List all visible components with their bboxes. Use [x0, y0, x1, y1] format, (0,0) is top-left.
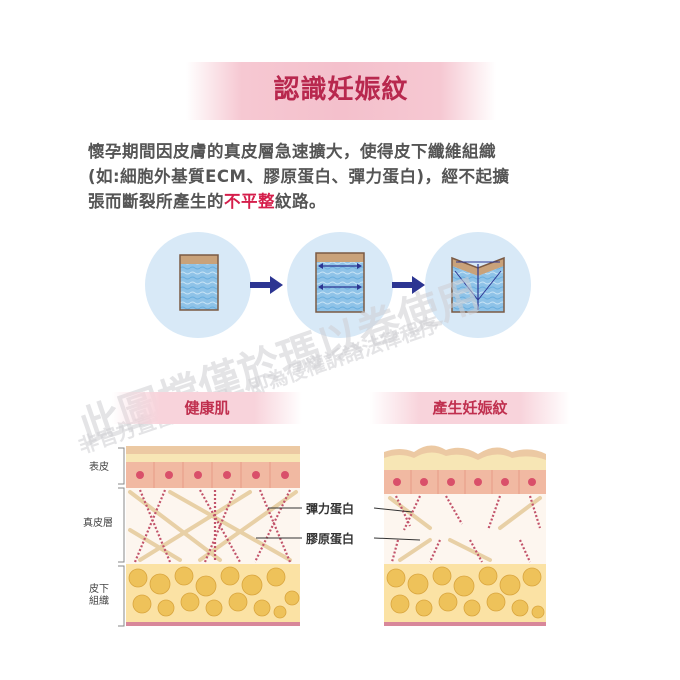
stretch-mark-label: 產生妊娠紋	[370, 392, 570, 424]
description-line-2: (如:細胞外基質ECM、膠原蛋白、彈力蛋白)，經不起擴	[88, 167, 510, 186]
description-line-3: 張而斷裂所產生的不平整紋路。	[88, 189, 598, 214]
description-line-1: 懷孕期間因皮膚的真皮層急速擴大，使得皮下纖維組織	[88, 142, 496, 161]
arrow-right-icon	[392, 276, 425, 294]
normal-skin-stage	[145, 232, 251, 338]
healthy-skin-section	[118, 446, 300, 627]
description-line-3-suffix: 紋路。	[275, 192, 326, 211]
title-banner	[186, 62, 496, 120]
torn-skin-stage	[425, 232, 531, 338]
description-highlight: 不平整	[224, 192, 275, 211]
stretched-skin-section	[384, 445, 546, 626]
subcutaneous-label: 皮下 組織	[84, 584, 114, 608]
arrow-right-icon	[250, 276, 283, 294]
subcutaneous-label-line-1: 皮下	[89, 584, 109, 595]
callout-lines	[256, 507, 421, 541]
healthy-skin-label: 健康肌	[112, 392, 302, 424]
epidermis-label: 表皮	[89, 462, 109, 473]
subcutaneous-label-line-2: 組織	[89, 596, 109, 607]
dermis-label: 真皮層	[83, 518, 113, 529]
description-line-3-prefix: 張而斷裂所產生的	[88, 192, 224, 211]
expanding-skin-stage	[287, 232, 393, 338]
description-paragraph: 懷孕期間因皮膚的真皮層急速擴大，使得皮下纖維組織 (如:細胞外基質ECM、膠原蛋…	[88, 139, 598, 214]
page-title: 認識妊娠紋	[273, 75, 409, 105]
elastin-callout: 彈力蛋白	[304, 500, 357, 517]
collagen-callout: 膠原蛋白	[304, 530, 357, 547]
